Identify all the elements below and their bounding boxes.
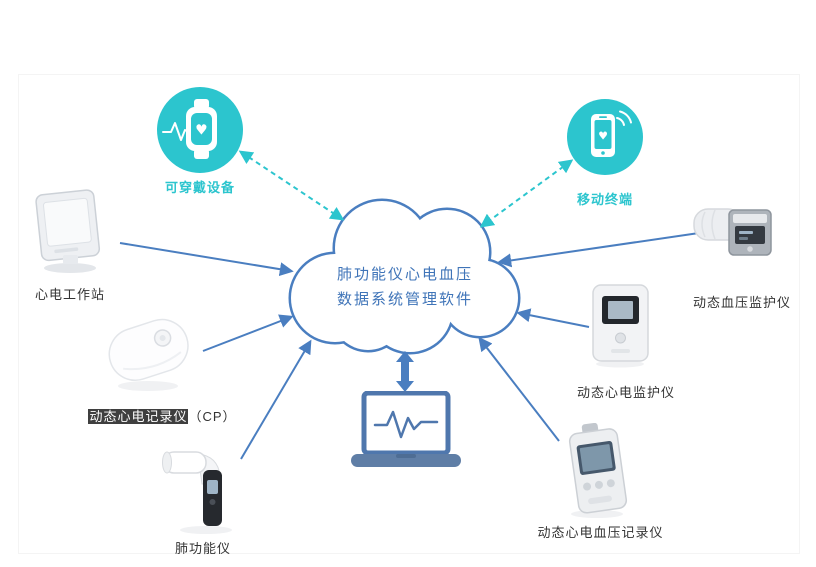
cloud-title-line1: 肺功能仪心电血压 <box>336 266 473 283</box>
arrow-cp-recorder-to-cloud <box>202 314 294 352</box>
ecg-workstation-label: 心电工作站 <box>18 284 122 303</box>
arrow-mobile-cloud <box>479 159 574 228</box>
cloud-title-line2: 数据系统管理软件 <box>336 291 473 308</box>
svg-text:♥: ♥ <box>195 123 208 139</box>
bp-monitor-label-text: 动态血压监护仪 <box>692 295 791 310</box>
ecg-bp-recorder-label: 动态心电血压记录仪 <box>518 522 683 541</box>
cloud-laptop-sync-arrow <box>396 351 414 392</box>
arrow-ecg-bp-recorder-to-cloud <box>478 336 560 442</box>
bp-monitor-label: 动态血压监护仪 <box>682 292 802 311</box>
bp-monitor-image <box>693 208 772 256</box>
ecg-workstation-label-text: 心电工作站 <box>34 287 105 302</box>
cloud-shape <box>288 198 521 355</box>
ecg-bp-recorder-node <box>552 423 642 518</box>
cp-recorder-node <box>98 298 198 398</box>
cloud-title: 肺功能仪心电血压 数据系统管理软件 <box>311 262 499 312</box>
wearable-device-node: ♥ <box>156 86 244 174</box>
arrow-ecg-monitor-to-cloud <box>516 308 590 328</box>
ecg-workstation-node <box>25 188 115 276</box>
spirometer-node <box>158 442 253 534</box>
svg-text:♥: ♥ <box>598 130 608 143</box>
wearable-label: 可穿戴设备 <box>150 177 250 196</box>
smartphone-icon: ♥ <box>567 99 643 175</box>
laptop-node <box>349 391 463 469</box>
ecg-bp-recorder-label-text: 动态心电血压记录仪 <box>537 525 664 540</box>
cp-recorder-label: 动态心电记录仪（CP） <box>70 406 255 425</box>
arrow-wearable-cloud <box>238 150 345 221</box>
ecg-monitor-label-text: 动态心电监护仪 <box>576 385 675 400</box>
cp-recorder-label-main: 动态心电记录仪 <box>88 409 189 424</box>
cp-recorder-label-suffix: （CP） <box>188 409 237 424</box>
ecg-monitor-label: 动态心电监护仪 <box>566 382 686 401</box>
arrow-spirometer-to-cloud <box>240 339 312 460</box>
laptop-ecg-icon <box>351 391 461 467</box>
wearable-label-text: 可穿戴设备 <box>164 180 235 195</box>
ecg-monitor-image <box>592 284 649 368</box>
ecg-waveform <box>373 410 439 439</box>
mobile-label: 移动终端 <box>558 189 652 208</box>
ecg-monitor-node <box>583 283 658 368</box>
arrow-bp-monitor-to-cloud <box>497 232 700 268</box>
ecg-bp-recorder-image <box>568 423 628 518</box>
cp-recorder-image <box>108 318 189 391</box>
arrow-workstation-to-cloud <box>119 242 294 277</box>
signal-wave-icon <box>616 117 625 126</box>
smartwatch-icon: ♥ <box>157 87 243 173</box>
ecg-workstation-image <box>35 189 101 273</box>
spirometer-label-text: 肺功能仪 <box>174 541 231 556</box>
bp-monitor-node <box>693 198 778 268</box>
mobile-terminal-node: ♥ <box>565 97 645 177</box>
mobile-label-text: 移动终端 <box>576 192 633 207</box>
spirometer-label: 肺功能仪 <box>158 538 248 557</box>
signal-wave-icon <box>619 110 632 124</box>
spirometer-image <box>162 451 232 534</box>
